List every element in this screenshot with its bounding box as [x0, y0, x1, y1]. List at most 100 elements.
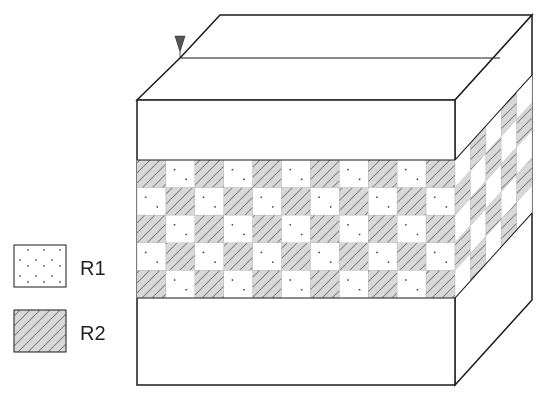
r2-cell: [310, 159, 340, 188]
r1-cell: [310, 187, 340, 216]
r1-dot: [185, 233, 188, 236]
r1-dot: [214, 261, 216, 264]
r2-cell: [396, 187, 427, 216]
r2-cell: [425, 214, 456, 244]
r1-cell: [425, 242, 456, 271]
r2-cell: [252, 159, 282, 188]
r2-cell: [310, 214, 340, 244]
r1-dot: [289, 168, 292, 171]
r2-cell: [396, 242, 427, 271]
r1-dot: [289, 279, 292, 281]
legend-r1-swatch: [13, 244, 67, 288]
r1-dot: [173, 279, 176, 281]
r1-cell: [281, 214, 311, 244]
r1-dot: [404, 279, 407, 281]
r2-cell: [425, 159, 456, 188]
r2-cell: [281, 187, 311, 216]
r2-cell: [368, 270, 398, 299]
legend-r2-label: R2: [80, 323, 106, 345]
side-layer-top-edge: [454, 74, 533, 161]
r2-cell: [165, 187, 196, 216]
r1-dot: [358, 233, 361, 236]
r1-dot: [347, 168, 349, 171]
r1-dot: [260, 196, 263, 199]
r1-dot: [376, 251, 378, 254]
r1-dot: [404, 223, 407, 226]
r1-dot: [347, 279, 349, 281]
r2-cell: [194, 270, 224, 299]
legend: R1 R2: [13, 244, 106, 353]
r1-cell: [281, 270, 311, 299]
load-arrow-icon: [174, 35, 186, 54]
r1-cell: [396, 270, 427, 299]
r1-dot: [260, 251, 263, 254]
r1-cell: [223, 270, 253, 299]
r1-cell: [339, 214, 369, 244]
r1-dot: [347, 223, 349, 226]
r1-dot: [300, 233, 303, 236]
r1-cell: [368, 187, 398, 216]
r1-dot: [318, 251, 321, 254]
r1-dot: [300, 288, 303, 291]
r1-cell: [339, 270, 369, 299]
r1-dot: [231, 168, 234, 171]
r1-dot: [243, 288, 245, 291]
legend-r1-label: R1: [80, 258, 106, 280]
r1-dot: [202, 251, 205, 254]
r2-cell: [281, 242, 311, 271]
r1-dot: [243, 233, 245, 236]
r2-cell: [136, 214, 167, 244]
r1-dot: [144, 251, 147, 254]
r1-dot: [144, 196, 147, 199]
r1-cell: [165, 270, 196, 299]
r2-cell: [223, 187, 253, 216]
r1-dot: [416, 178, 419, 181]
r1-cell: [223, 214, 253, 244]
side-layer-bottom-edge: [454, 212, 533, 299]
r1-dot: [329, 206, 332, 208]
r1-dot: [289, 223, 292, 226]
r1-dot: [433, 251, 436, 254]
r2-cell: [425, 270, 456, 299]
front-checker-layer: [136, 159, 456, 299]
r2-cell: [223, 242, 253, 271]
r1-dot: [416, 233, 419, 236]
r1-cell: [165, 159, 196, 188]
r1-dot: [243, 178, 245, 181]
r1-dot: [202, 196, 205, 199]
r1-cell: [339, 159, 369, 188]
r1-cell: [396, 159, 427, 188]
r1-dot: [387, 206, 390, 208]
r1-dot: [173, 168, 176, 171]
r1-dot: [231, 223, 234, 226]
r2-cell: [136, 270, 167, 299]
r2-cell: [339, 187, 369, 216]
r1-dot: [445, 261, 448, 264]
r2-cell: [194, 214, 224, 244]
r1-dot: [185, 288, 188, 291]
r2-cell: [165, 242, 196, 271]
r1-dot: [433, 196, 436, 199]
r1-dot: [358, 288, 361, 291]
r1-dot: [185, 178, 188, 181]
r1-dot: [318, 196, 321, 199]
r1-dot: [173, 223, 176, 226]
r1-dot: [404, 168, 407, 171]
r2-cell: [194, 159, 224, 188]
side-checker-layer: [454, 74, 533, 299]
r1-dot: [156, 261, 159, 264]
r2-cell: [310, 270, 340, 299]
r1-cell: [310, 242, 340, 271]
r1-cell: [194, 187, 224, 216]
r1-cell: [396, 214, 427, 244]
r1-cell: [223, 159, 253, 188]
r1-cell: [252, 242, 282, 271]
r1-cell: [136, 242, 167, 271]
r1-cell: [425, 187, 456, 216]
r1-dot: [358, 178, 361, 181]
r1-dot: [231, 279, 234, 281]
r1-dot: [376, 196, 378, 199]
r1-dot: [300, 178, 303, 181]
r1-cell: [281, 159, 311, 188]
